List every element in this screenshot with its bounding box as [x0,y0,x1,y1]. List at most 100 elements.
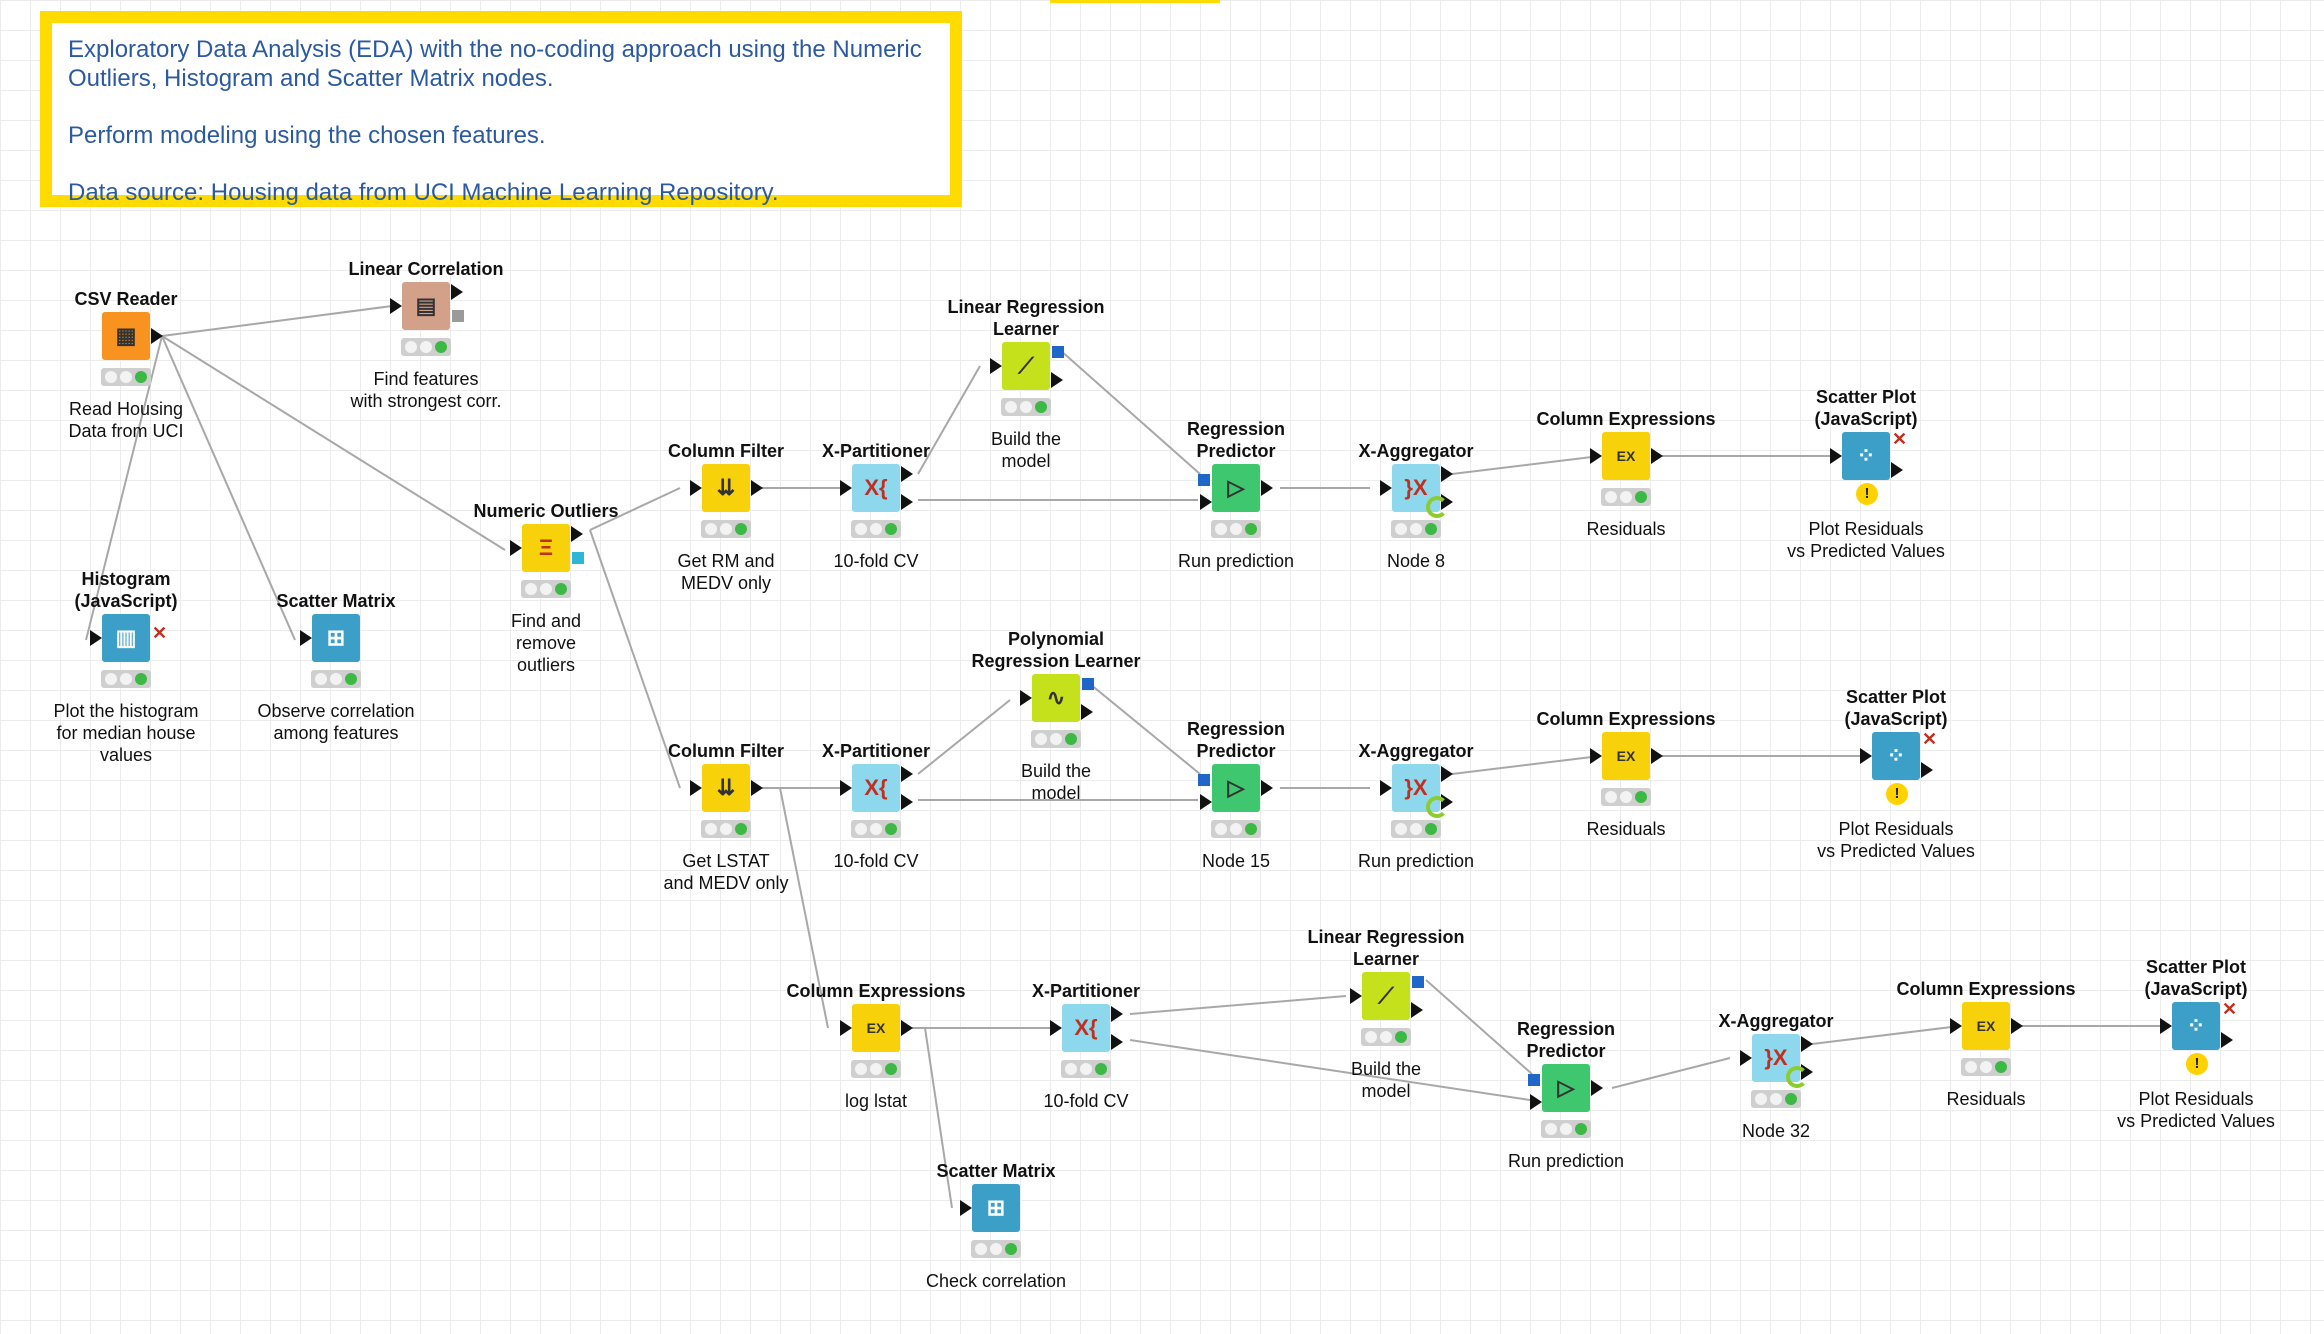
node-label[interactable]: Plot the histogram for median house valu… [53,701,199,765]
input-port[interactable] [960,1200,972,1216]
node-label[interactable]: Find and remove outliers [510,611,582,675]
model-input-port[interactable] [1528,1074,1540,1086]
node-label[interactable]: Plot Residuals vs Predicted Values [2117,1089,2275,1131]
input-port[interactable] [840,1020,852,1036]
output-port[interactable] [451,284,463,300]
model-input-port[interactable] [1198,474,1210,486]
output-port-test[interactable] [1111,1034,1123,1050]
input-port[interactable] [690,780,702,796]
image-port-icon[interactable]: ✕ [2222,999,2238,1019]
node-label[interactable]: Run prediction [1357,851,1475,871]
input-port[interactable] [990,358,1002,374]
node-label[interactable]: Run prediction [1177,551,1295,571]
node-label[interactable]: Residuals [1946,1089,2026,1109]
node-title: Column Expressions [1896,979,2076,999]
input-port[interactable] [1830,448,1842,464]
node-label[interactable]: Get RM and MEDV only [677,551,775,593]
node-label[interactable]: Residuals [1586,819,1666,839]
workflow-annotation[interactable]: Exploratory Data Analysis (EDA) with the… [40,11,962,207]
output-port-model[interactable] [572,552,584,564]
input-port[interactable] [2160,1018,2172,1034]
output-port[interactable] [1261,780,1273,796]
input-port[interactable] [1590,748,1602,764]
input-port[interactable] [840,780,852,796]
output-port[interactable] [1921,762,1933,778]
partition-loop-start-icon: X{ [1062,1004,1110,1052]
node-label[interactable]: Plot Residuals vs Predicted Values [1787,519,1945,561]
input-port[interactable] [1050,1020,1062,1036]
node-label[interactable]: 10-fold CV [1043,1091,1129,1111]
output-port[interactable] [1591,1080,1603,1096]
node-label[interactable]: Build the model [990,429,1062,471]
output-port-train[interactable] [901,766,913,782]
warning-icon[interactable]: ! [1886,783,1908,805]
node-label[interactable]: 10-fold CV [833,551,919,571]
input-port[interactable] [840,480,852,496]
warning-icon[interactable]: ! [2186,1053,2208,1075]
image-port-icon[interactable]: ✕ [152,623,168,643]
input-port[interactable] [300,630,312,646]
warning-icon[interactable]: ! [1856,483,1878,505]
output-port[interactable] [1051,372,1063,388]
output-port[interactable] [151,328,163,344]
input-port[interactable] [1200,794,1212,810]
output-port-train[interactable] [1111,1006,1123,1022]
node-label[interactable]: Residuals [1586,519,1666,539]
node-label[interactable]: Run prediction [1507,1151,1625,1171]
node-label[interactable]: log lstat [844,1091,908,1111]
output-port-train[interactable] [901,466,913,482]
output-port[interactable] [751,780,763,796]
input-port[interactable] [90,630,102,646]
input-port[interactable] [1200,494,1212,510]
node-label[interactable]: Get LSTAT and MEDV only [663,851,789,893]
output-port[interactable] [571,526,583,542]
output-port[interactable] [1651,448,1663,464]
image-port-icon[interactable]: ✕ [1892,429,1908,449]
node-label[interactable]: Read Housing Data from UCI [68,399,184,441]
input-port[interactable] [390,298,402,314]
output-port-model[interactable] [452,310,464,322]
image-port-icon[interactable]: ✕ [1922,729,1938,749]
input-port[interactable] [1350,988,1362,1004]
model-output-port[interactable] [1052,346,1064,358]
node-label[interactable]: Plot Residuals vs Predicted Values [1817,819,1975,861]
output-port[interactable] [1411,1002,1423,1018]
node-label[interactable]: Node 8 [1386,551,1446,571]
node-status [1751,1090,1801,1108]
input-port[interactable] [1950,1018,1962,1034]
output-port[interactable] [1801,1036,1813,1052]
model-output-port[interactable] [1412,976,1424,988]
node-label[interactable]: Observe correlation among features [257,701,415,743]
input-port[interactable] [510,540,522,556]
output-port[interactable] [1651,748,1663,764]
model-input-port[interactable] [1198,774,1210,786]
output-port[interactable] [901,1020,913,1036]
input-port[interactable] [1020,690,1032,706]
input-port[interactable] [1860,748,1872,764]
output-port-test[interactable] [901,494,913,510]
input-port[interactable] [1380,780,1392,796]
input-port[interactable] [690,480,702,496]
node-label[interactable]: Build the model [1020,761,1092,803]
output-port[interactable] [1261,480,1273,496]
node-label[interactable]: Check correlation [925,1271,1067,1291]
input-port[interactable] [1380,480,1392,496]
node-label[interactable]: Build the model [1350,1059,1422,1101]
node-label[interactable]: Node 32 [1741,1121,1811,1141]
output-port[interactable] [1081,704,1093,720]
output-port[interactable] [2221,1032,2233,1048]
node-label[interactable]: 10-fold CV [833,851,919,871]
output-port[interactable] [751,480,763,496]
output-port[interactable] [1441,766,1453,782]
output-port-test[interactable] [901,794,913,810]
output-port[interactable] [2011,1018,2023,1034]
input-port[interactable] [1740,1050,1752,1066]
input-port[interactable] [1530,1094,1542,1110]
node-label[interactable]: Node 15 [1201,851,1271,871]
input-port[interactable] [1590,448,1602,464]
model-output-port[interactable] [1082,678,1094,690]
node-label[interactable]: Find features with strongest corr. [350,369,502,411]
output-port[interactable] [1441,466,1453,482]
output-port[interactable] [1891,462,1903,478]
